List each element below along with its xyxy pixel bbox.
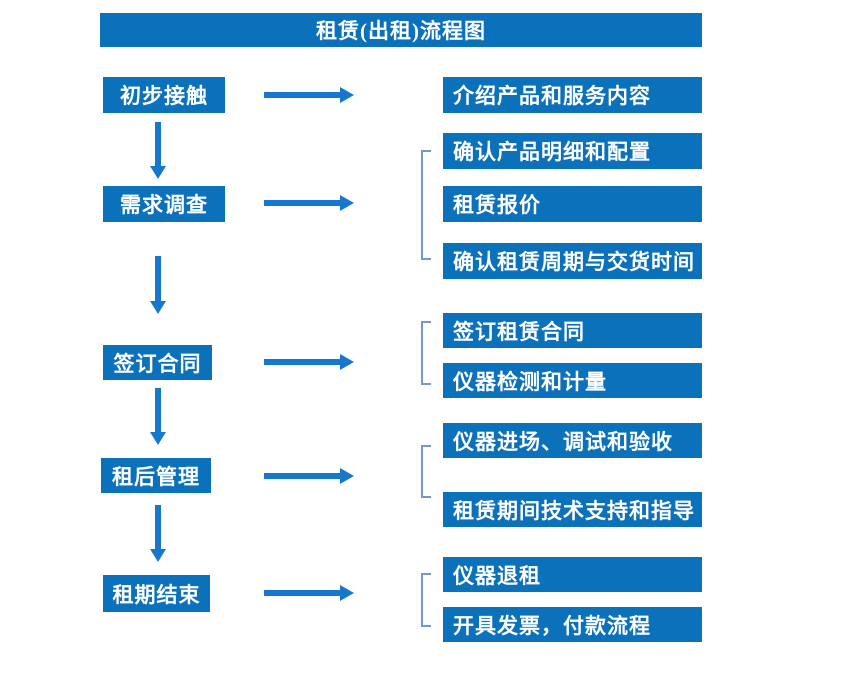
bracket-post-rental-group	[421, 445, 431, 498]
right-arrow-post-rental	[264, 468, 354, 484]
output-box-technical-support: 租赁期间技术支持和指导	[443, 492, 702, 527]
down-arrow-2	[150, 256, 166, 314]
output-box-confirm-product-details: 确认产品明细和配置	[443, 133, 702, 169]
arrow-head-down-icon	[150, 301, 166, 314]
arrow-shaft	[155, 256, 161, 301]
arrow-shaft	[264, 473, 340, 479]
stage-box-sign-contract: 签订合同	[103, 345, 212, 380]
arrow-head-right-icon	[340, 468, 354, 484]
output-box-invoice-payment: 开具发票，付款流程	[443, 607, 702, 642]
right-arrow-sign-contract	[264, 354, 354, 370]
arrow-shaft	[155, 388, 161, 432]
down-arrow-4	[150, 505, 166, 562]
output-box-introduce-products: 介绍产品和服务内容	[443, 77, 702, 113]
arrow-shaft	[264, 590, 340, 596]
arrow-shaft	[155, 505, 161, 549]
right-arrow-needs-survey	[264, 195, 354, 211]
output-box-instrument-return: 仪器退租	[443, 557, 702, 592]
output-box-confirm-rental-period: 确认租赁周期与交货时间	[443, 243, 702, 279]
arrow-head-right-icon	[340, 195, 354, 211]
output-box-instrument-setup-acceptance: 仪器进场、调试和验收	[443, 423, 702, 458]
arrow-head-down-icon	[150, 166, 166, 179]
arrow-shaft	[264, 359, 340, 365]
output-box-rental-quotation: 租赁报价	[443, 186, 702, 222]
arrow-head-right-icon	[340, 585, 354, 601]
stage-box-rental-end: 租期结束	[103, 575, 210, 612]
output-box-instrument-inspection: 仪器检测和计量	[443, 363, 702, 398]
arrow-head-right-icon	[340, 354, 354, 370]
arrow-head-down-icon	[150, 549, 166, 562]
arrow-shaft	[264, 200, 340, 206]
output-box-sign-rental-contract: 签订租赁合同	[443, 313, 702, 348]
bracket-needs-survey-group	[421, 150, 431, 260]
stage-box-post-rental-management: 租后管理	[101, 458, 211, 493]
arrow-head-down-icon	[150, 432, 166, 445]
right-arrow-rental-end	[264, 585, 354, 601]
stage-box-initial-contact: 初步接触	[103, 77, 225, 113]
arrow-shaft	[155, 122, 161, 166]
right-arrow-initial-contact	[264, 87, 354, 103]
down-arrow-3	[150, 388, 166, 445]
arrow-shaft	[264, 92, 340, 98]
down-arrow-1	[150, 122, 166, 179]
bracket-rental-end-group	[421, 573, 431, 627]
stage-box-needs-survey: 需求调查	[103, 186, 225, 222]
arrow-head-right-icon	[340, 87, 354, 103]
bracket-sign-contract-group	[421, 321, 431, 385]
flowchart-title: 租赁(出租)流程图	[100, 13, 702, 47]
